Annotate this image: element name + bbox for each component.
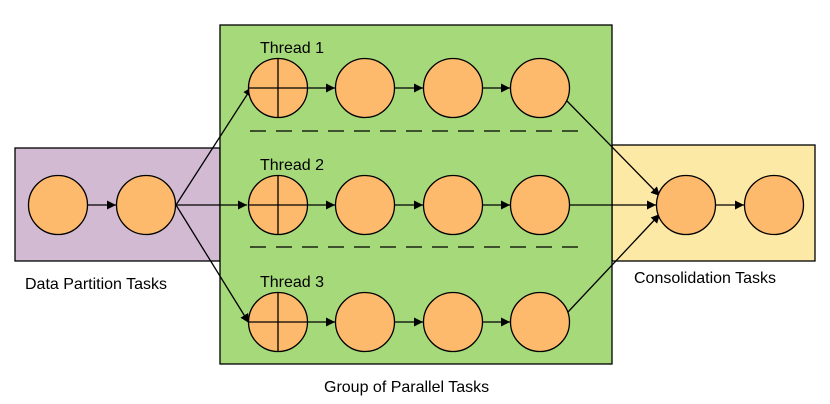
thread-task-node xyxy=(509,291,571,353)
thread-1-label: Thread 1 xyxy=(260,40,324,57)
edge-partition-to-thread-3 xyxy=(175,204,250,324)
consolidation-label: Consolidation Tasks xyxy=(634,270,776,287)
edge-thread-1-to-consolidation xyxy=(565,99,661,197)
edge-partition-to-thread-1 xyxy=(175,86,253,206)
consolidation-task-node xyxy=(743,174,805,236)
thread-2-label: Thread 2 xyxy=(260,157,324,174)
data-partition-label: Data Partition Tasks xyxy=(25,276,167,293)
consolidation-task-node xyxy=(655,174,717,236)
parallel-group-label: Group of Parallel Tasks xyxy=(324,379,489,396)
thread-1-start-node xyxy=(247,57,309,119)
thread-task-node xyxy=(422,291,484,353)
thread-2-start-node xyxy=(247,174,309,236)
thread-task-node xyxy=(509,57,571,119)
thread-3-label: Thread 3 xyxy=(260,274,324,291)
edge-thread-3-to-consolidation xyxy=(567,213,661,313)
partition-task-node xyxy=(27,174,89,236)
thread-3-start-node xyxy=(247,291,309,353)
partition-task-node xyxy=(115,174,177,236)
edges xyxy=(88,83,744,327)
nodes xyxy=(27,57,805,353)
thread-task-node xyxy=(334,57,396,119)
thread-task-node xyxy=(422,174,484,236)
thread-task-node xyxy=(422,57,484,119)
thread-task-node xyxy=(334,174,396,236)
thread-task-node xyxy=(509,174,571,236)
thread-task-node xyxy=(334,291,396,353)
